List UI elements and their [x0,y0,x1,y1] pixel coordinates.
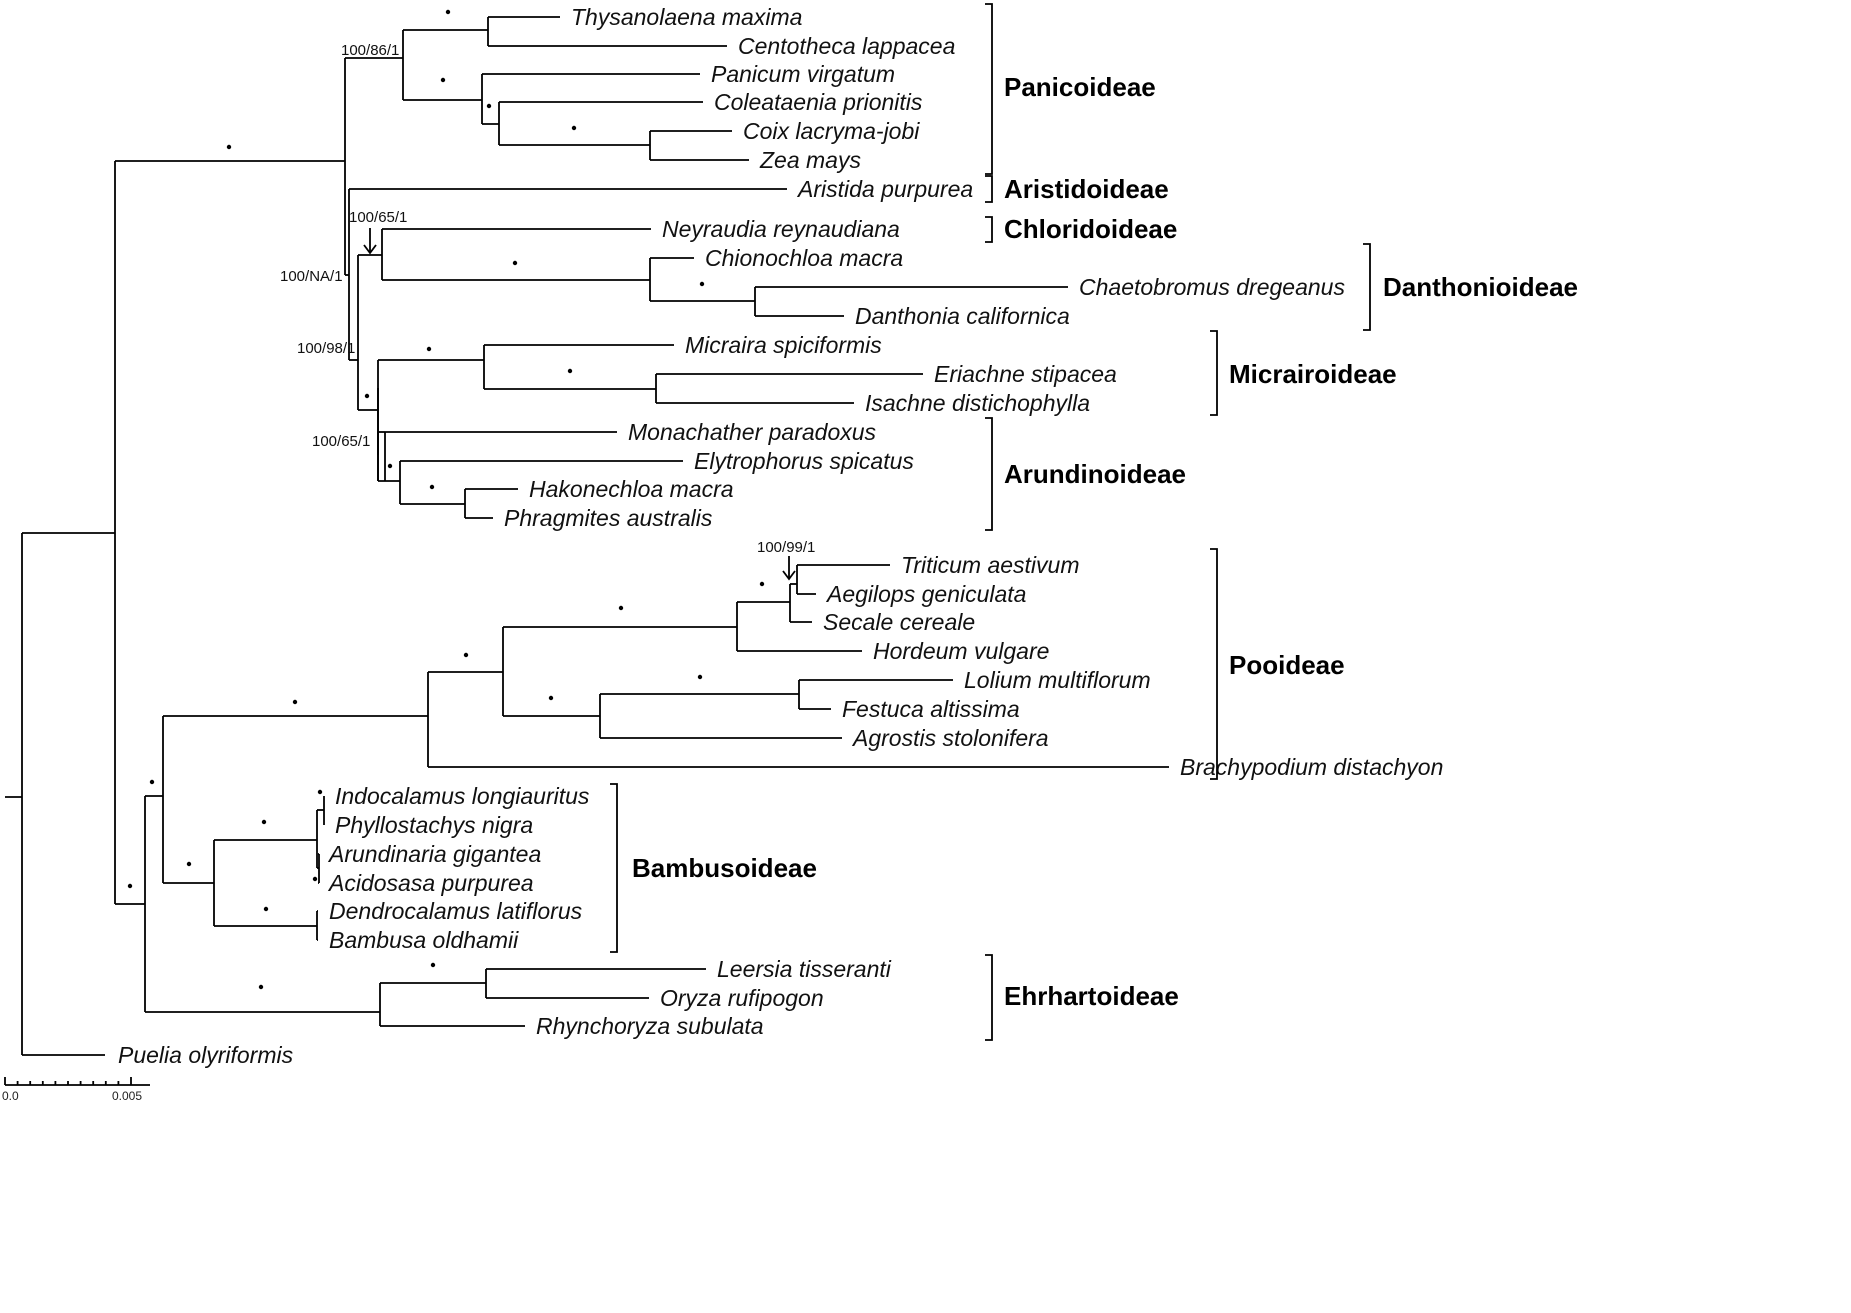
taxon-label: Lolium multiflorum [964,667,1151,693]
clade-bracket [985,954,993,1041]
tree-branches [5,16,1169,1056]
full-support-markers [127,9,765,990]
support-dot [426,346,432,352]
taxon-label: Phyllostachys nigra [335,812,533,838]
support-arrowhead [782,570,796,581]
clade-annotations: PanicoideaeAristidoideaeChloridoideaeDan… [610,3,1578,1041]
taxon-label: Agrostis stolonifera [851,725,1049,751]
clade-label: Micrairoideae [1229,359,1397,389]
support-dot [548,695,554,701]
taxon-label: Bambusa oldhamii [329,927,519,953]
taxon-label: Leersia tisseranti [717,956,892,982]
support-dot [186,861,192,867]
taxon-label: Eriachne stipacea [934,361,1117,387]
support-dot [127,883,133,889]
support-dot [445,9,451,15]
taxon-label: Hordeum vulgare [873,638,1049,664]
taxon-label: Coleataenia prionitis [714,89,923,115]
support-dot [226,144,232,150]
taxon-label: Rhynchoryza subulata [536,1013,764,1039]
support-dot [699,281,705,287]
taxon-label: Coix lacryma-jobi [743,118,920,144]
taxon-label: Thysanolaena maxima [571,4,802,30]
support-dot [387,463,393,469]
clade-label: Panicoideae [1004,72,1156,102]
taxon-label: Secale cereale [823,609,975,635]
clade-label: Chloridoideae [1004,214,1177,244]
support-dot [697,674,703,680]
support-value: 100/NA/1 [280,268,343,285]
support-dot [486,103,492,109]
clade-bracket [1210,548,1218,780]
taxon-label: Panicum virgatum [711,61,895,87]
clade-bracket [985,3,993,175]
clade-bracket [610,783,618,953]
clade-bracket [985,175,993,203]
taxon-label: Arundinaria gigantea [327,841,541,867]
clade-label: Aristidoideae [1004,174,1169,204]
taxon-label: Indocalamus longiauritus [335,783,590,809]
support-labels: 100/86/1 100/65/1 100/NA/1 100/98/1 100/65/1… [280,42,815,581]
scale-label: 0.005 [112,1089,142,1103]
support-arrowhead [363,244,377,255]
support-dot [263,906,269,912]
support-dot [261,819,267,825]
scale-label: 0.0 [2,1089,19,1103]
taxon-label: Aristida purpurea [796,176,973,202]
support-dot [364,393,370,399]
support-value: 100/99/1 [757,539,815,556]
clade-label: Bambusoideae [632,853,817,883]
clade-label: Ehrhartoideae [1004,981,1179,1011]
clade-bracket [985,417,993,531]
taxon-label: Acidosasa purpurea [327,870,534,896]
taxon-label: Hakonechloa macra [529,476,734,502]
support-dot [618,605,624,611]
taxon-label: Aegilops geniculata [825,581,1026,607]
support-dot [512,260,518,266]
support-dot [258,984,264,990]
support-dot [312,876,318,882]
taxon-label: Micraira spiciformis [685,332,882,358]
clade-bracket [985,216,993,243]
support-dot [317,789,323,795]
clade-label: Arundinoideae [1004,459,1186,489]
taxon-label: Danthonia californica [855,303,1070,329]
taxon-label: Oryza rufipogon [660,985,824,1011]
support-value: 100/65/1 [349,209,407,226]
clade-label: Pooideae [1229,650,1345,680]
taxon-label: Brachypodium distachyon [1180,754,1443,780]
support-dot [429,484,435,490]
taxon-label: Isachne distichophylla [865,390,1090,416]
taxon-label: Dendrocalamus latiflorus [329,898,583,924]
support-dot [567,368,573,374]
clade-bracket [1363,243,1371,331]
taxon-label: Centotheca lappacea [738,33,955,59]
clade-label: Danthonioideae [1383,272,1578,302]
support-value: 100/86/1 [341,42,399,59]
taxon-label: Triticum aestivum [901,552,1080,578]
scale-bar: 0.0 0.005 [2,1077,150,1103]
support-dot [571,125,577,131]
taxon-label: Festuca altissima [842,696,1020,722]
taxon-label: Phragmites australis [504,505,713,531]
support-dot [463,652,469,658]
taxon-label: Monachather paradoxus [628,419,877,445]
support-dot [149,779,155,785]
clade-bracket [1210,330,1218,416]
support-dot [759,581,765,587]
taxon-label: Neyraudia reynaudiana [662,216,900,242]
support-dot [440,77,446,83]
taxon-label: Zea mays [759,147,861,173]
taxon-label: Elytrophorus spicatus [694,448,914,474]
support-value: 100/65/1 [312,433,370,450]
support-dot [430,962,436,968]
support-dot [292,699,298,705]
taxon-label: Chaetobromus dregeanus [1079,274,1345,300]
taxon-label: Chionochloa macra [705,245,903,271]
support-value: 100/98/1 [297,340,355,357]
taxon-label: Puelia olyriformis [118,1042,294,1068]
